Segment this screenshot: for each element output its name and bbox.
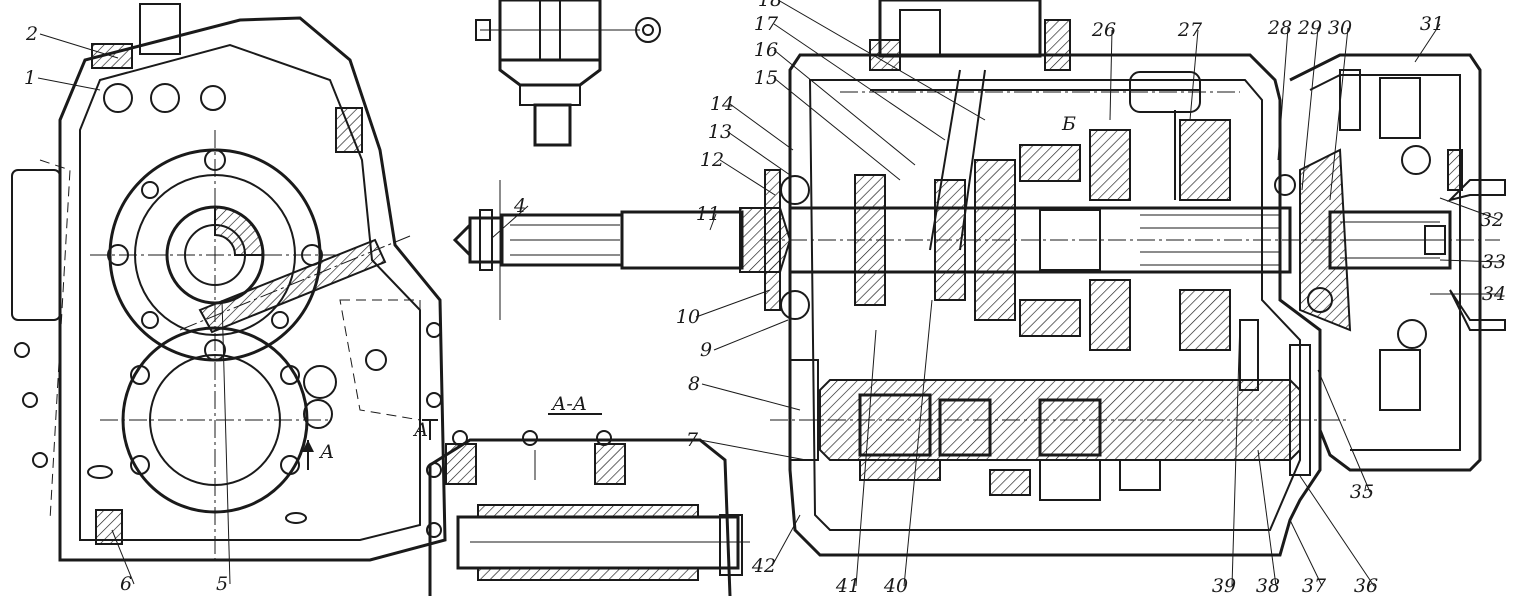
callout-label-17: 17	[754, 13, 779, 35]
callout-label-32: 32	[1480, 209, 1504, 231]
end-view	[11, 3, 447, 562]
callout-label-37: 37	[1302, 575, 1327, 596]
leader-line-9	[713, 319, 789, 351]
callout-label-31: 31	[1420, 13, 1444, 35]
leader-line-36	[1299, 475, 1375, 587]
section-arrow-label: А	[412, 419, 428, 441]
callout-label-14: 14	[710, 93, 734, 115]
leader-line-35	[1317, 369, 1371, 493]
leader-line-29	[1301, 27, 1319, 191]
leader-line-5	[221, 299, 231, 585]
callout-label-35: 35	[1350, 481, 1374, 503]
leader-line-37	[1289, 519, 1323, 587]
leader-line-33	[1439, 259, 1503, 263]
callout-label-18: 18	[758, 0, 782, 11]
callout-label-27: 27	[1177, 19, 1203, 41]
callout-label-7: 7	[686, 429, 699, 451]
leader-line-28	[1277, 27, 1289, 161]
leader-line-15	[773, 77, 901, 181]
callout-label-42: 42	[751, 555, 776, 577]
callout-label-8: 8	[688, 373, 700, 395]
leader-line-8	[701, 383, 801, 411]
callout-label-4: 4	[513, 195, 526, 217]
leader-line-1	[37, 77, 101, 91]
section-a-a-title: А-А	[550, 393, 587, 415]
leader-line-14	[729, 103, 794, 151]
leader-line-26	[1109, 29, 1113, 121]
callout-label-26: 26	[1091, 19, 1116, 41]
input-shaft	[452, 180, 792, 320]
leader-line-13	[727, 131, 791, 176]
view-marker-b: Б	[1061, 113, 1076, 135]
callout-label-10: 10	[676, 306, 700, 328]
leader-line-11	[709, 213, 717, 231]
leader-line-17	[773, 23, 946, 141]
leader-line-30	[1329, 27, 1349, 201]
callout-label-33: 33	[1482, 251, 1506, 273]
callout-label-34: 34	[1482, 283, 1506, 305]
callout-label-29: 29	[1297, 17, 1322, 39]
callout-label-15: 15	[754, 67, 778, 89]
section-a-a	[422, 413, 750, 596]
callout-label-28: 28	[1267, 17, 1292, 39]
callout-label-40: 40	[883, 575, 908, 596]
leader-line-27	[1189, 29, 1199, 121]
leader-line-16	[773, 49, 916, 166]
callout-label-38: 38	[1256, 575, 1280, 596]
leader-line-32	[1439, 197, 1501, 221]
callout-label-41: 41	[835, 575, 860, 596]
callout-label-2: 2	[25, 23, 38, 45]
callout-label-39: 39	[1212, 575, 1236, 596]
top-detail-view	[475, 0, 661, 147]
section-view-marker: А	[318, 441, 334, 463]
leader-line-41	[855, 329, 877, 587]
leader-line-4	[491, 205, 529, 239]
callout-label-9: 9	[700, 339, 712, 361]
leader-line-12	[719, 159, 776, 196]
callout-label-11: 11	[696, 203, 720, 225]
callout-label-12: 12	[700, 149, 724, 171]
leader-line-38	[1257, 449, 1277, 587]
leader-line-6	[111, 529, 135, 585]
leader-line-18	[777, 0, 986, 121]
leader-line-31	[1414, 23, 1441, 63]
callout-label-6: 6	[120, 573, 132, 595]
leader-line-39	[1231, 319, 1241, 587]
callout-label-36: 36	[1354, 575, 1378, 596]
callout-label-16: 16	[754, 39, 778, 61]
callout-label-13: 13	[708, 121, 732, 143]
leader-line-40	[903, 299, 933, 587]
callout-label-1: 1	[24, 67, 36, 89]
callout-label-30: 30	[1328, 17, 1352, 39]
leader-line-10	[695, 289, 771, 318]
leader-line-7	[699, 439, 807, 461]
longitudinal-section	[760, 0, 1506, 557]
leader-line-42	[771, 514, 801, 567]
leader-line-2	[39, 33, 119, 59]
callout-label-5: 5	[216, 573, 228, 595]
